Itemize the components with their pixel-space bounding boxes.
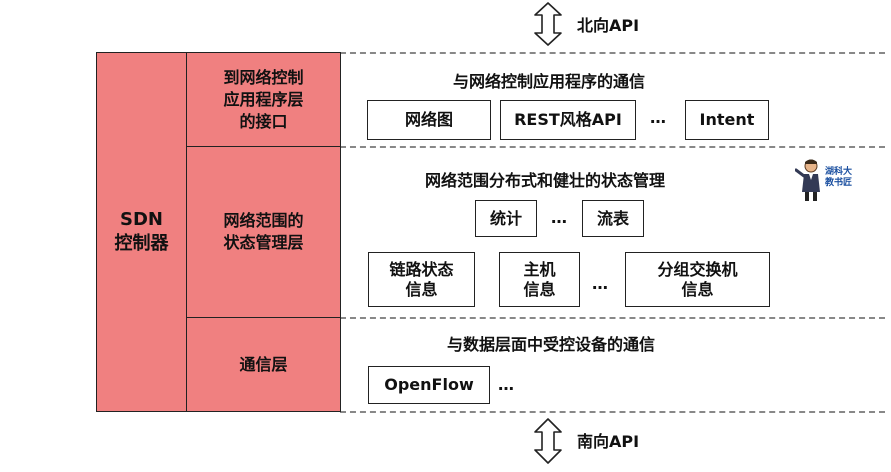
layer-state-management: 网络范围的 状态管理层 <box>186 146 341 318</box>
separator-top <box>340 52 885 54</box>
layer-communication-title: 与数据层面中受控设备的通信 <box>447 335 656 354</box>
separator-bottom <box>340 411 885 413</box>
separator-1 <box>340 146 885 148</box>
host-info-box: 主机 信息 <box>499 252 580 307</box>
watermark-logo: 湖科大 教书匠 <box>795 158 865 202</box>
layer-app-interface-ellipsis: … <box>650 108 666 127</box>
layer-app-interface: 到网络控制 应用程序层 的接口 <box>186 52 341 147</box>
south-api-arrow-icon <box>534 418 562 464</box>
south-api-label: 南向API <box>577 432 640 451</box>
sdn-controller-block: SDN 控制器 <box>96 52 187 412</box>
north-api-label: 北向API <box>577 16 640 35</box>
layer-communication-label: 通信层 <box>239 354 288 374</box>
communication-ellipsis: … <box>498 375 514 394</box>
flow-table-box: 流表 <box>582 200 644 237</box>
network-graph-box: 网络图 <box>367 100 491 140</box>
layer-state-management-title: 网络范围分布式和健壮的状态管理 <box>425 171 666 190</box>
packet-switch-info-box: 分组交换机 信息 <box>625 252 770 307</box>
state-row1-ellipsis: … <box>551 208 567 227</box>
north-api-arrow-icon <box>534 2 562 46</box>
statistics-box: 统计 <box>475 200 537 237</box>
layer-state-management-label: 网络范围的 状态管理层 <box>223 211 304 252</box>
sdn-controller-label: SDN 控制器 <box>114 209 169 254</box>
state-row2-ellipsis: … <box>592 274 608 293</box>
layer-communication: 通信层 <box>186 317 341 412</box>
rest-api-box: REST风格API <box>500 100 636 140</box>
intent-box: Intent <box>685 100 769 140</box>
layer-app-interface-label: 到网络控制 应用程序层 的接口 <box>223 67 304 131</box>
teacher-figure-icon <box>795 159 820 201</box>
separator-2 <box>340 317 885 319</box>
link-state-info-box: 链路状态 信息 <box>368 252 475 307</box>
layer-app-interface-title: 与网络控制应用程序的通信 <box>453 72 646 91</box>
openflow-box: OpenFlow <box>368 366 490 404</box>
watermark-text: 湖科大 教书匠 <box>825 167 853 188</box>
